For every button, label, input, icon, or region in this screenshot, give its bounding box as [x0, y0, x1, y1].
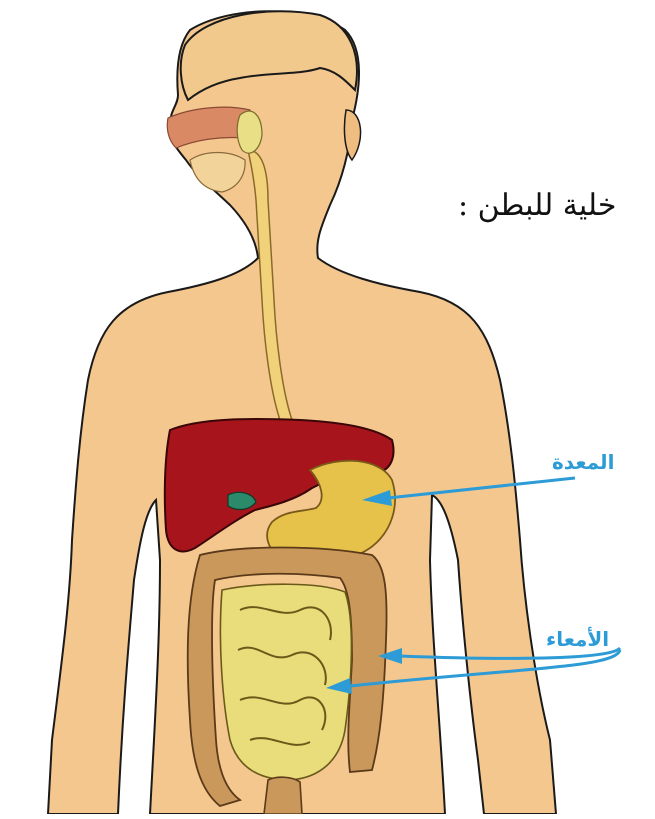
- page-heading: خلية للبطن :: [458, 188, 616, 223]
- rectum: [264, 777, 302, 814]
- stomach-label: المعدة: [552, 450, 614, 474]
- epiglottis: [237, 111, 262, 153]
- intestines-label: الأمعاء: [546, 627, 609, 651]
